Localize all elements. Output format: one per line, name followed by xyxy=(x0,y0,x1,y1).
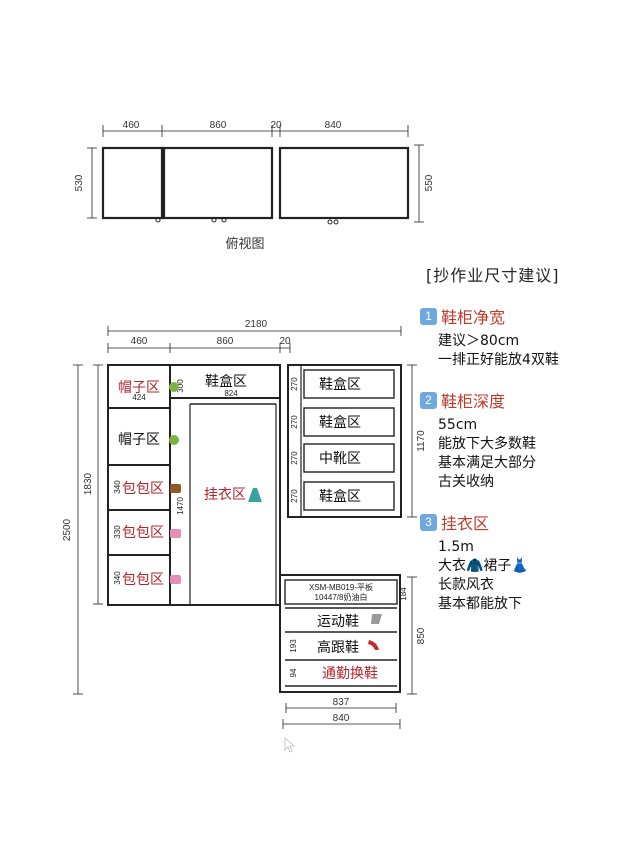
zone-hat-1: 帽子区 xyxy=(118,380,160,396)
note-line: 一排正好能放4双鞋 xyxy=(438,352,559,368)
sneaker-icon xyxy=(371,614,382,624)
bag-icon xyxy=(170,529,181,538)
notes-panel: [抄作业尺寸建议] 1 鞋柜净宽 建议＞80cm 一排正好能放4双鞋 2 鞋柜深… xyxy=(420,262,635,614)
dress-icon xyxy=(248,488,262,502)
top-view xyxy=(87,125,424,225)
number-badge: 1 xyxy=(420,307,437,325)
width-label-2: 860 xyxy=(217,336,234,347)
top-width-2: 860 xyxy=(210,120,227,131)
note-line: 大衣🧥裙子👗 xyxy=(438,558,529,574)
left-height-label: 1830 xyxy=(83,472,94,495)
right-shelf-dim-3: 270 xyxy=(290,451,299,465)
top-left-depth: 530 xyxy=(74,174,85,191)
zone-shoebox-1: 鞋盒区 xyxy=(319,376,361,393)
elevation-frame xyxy=(73,326,417,729)
right-lower-height-label: 850 xyxy=(416,627,427,644)
note-line: 1.5m xyxy=(438,539,474,555)
lower-dim-3: 94 xyxy=(289,668,298,677)
right-upper-height-label: 1170 xyxy=(416,430,427,452)
note-heading: 挂衣区 xyxy=(441,514,490,533)
note-line: 建议＞80cm xyxy=(438,333,520,349)
right-shelf-dim-4: 270 xyxy=(290,489,299,503)
left-dim-2: 340 xyxy=(113,480,122,494)
number-badge: 3 xyxy=(420,513,437,531)
zone-hat-2: 帽子区 xyxy=(118,432,160,448)
note-line: 基本都能放下 xyxy=(438,596,522,612)
zone-shoebox-2: 鞋盒区 xyxy=(319,414,361,431)
zone-heels: 高跟鞋 xyxy=(317,639,359,656)
inner-width-mid: 824 xyxy=(224,389,238,398)
note-section-depth: 2 鞋柜深度 55cm 能放下大多数鞋 基本满足大部分 古关收纳 xyxy=(420,388,635,492)
note-section-hanging: 3 挂衣区 1.5m 大衣🧥裙子👗 长款风衣 基本都能放下 xyxy=(420,510,635,614)
lower-dim-2: 193 xyxy=(289,639,298,653)
right-shelf-dim-2: 270 xyxy=(290,415,299,429)
bottom-dim-1: 837 xyxy=(333,697,350,708)
zone-mid-boots: 中靴区 xyxy=(319,451,361,467)
note-heading: 鞋柜净宽 xyxy=(441,308,506,327)
drawer-label-2: 10447/8奶油白 xyxy=(315,592,368,602)
lower-dim-1: 184 xyxy=(399,587,408,601)
bag-icon xyxy=(170,484,181,493)
note-section-width: 1 鞋柜净宽 建议＞80cm 一排正好能放4双鞋 xyxy=(420,304,635,370)
zone-hanging: 挂衣区 xyxy=(204,487,246,503)
note-heading: 鞋柜深度 xyxy=(441,392,506,411)
left-dim-1: 300 xyxy=(176,379,185,393)
top-view-caption: 俯视图 xyxy=(225,236,264,252)
drawer-label-1: XSM-MB019-平板 xyxy=(309,582,373,592)
total-height-label: 2500 xyxy=(62,518,73,541)
note-line: 基本满足大部分 xyxy=(438,455,536,471)
hat-icon xyxy=(169,382,179,392)
right-shelf-dim-1: 270 xyxy=(290,377,299,391)
notes-title: [抄作业尺寸建议] xyxy=(426,266,560,285)
top-right-depth: 550 xyxy=(424,174,435,191)
mid-height-dim: 1470 xyxy=(176,497,185,515)
zone-bag-3: 包包区 xyxy=(122,572,164,588)
zone-bag-1: 包包区 xyxy=(122,481,164,497)
heel-icon xyxy=(368,640,379,650)
left-dim-4: 340 xyxy=(113,571,122,585)
cursor-icon xyxy=(284,737,296,753)
note-line: 长款风衣 xyxy=(438,577,494,593)
note-line: 55cm xyxy=(438,417,478,433)
zone-shoebox-3: 鞋盒区 xyxy=(319,488,361,505)
zone-shoebox-mid: 鞋盒区 xyxy=(205,373,247,390)
bottom-dim-2: 840 xyxy=(333,713,350,724)
number-badge: 2 xyxy=(420,391,437,409)
total-width-label: 2180 xyxy=(245,319,268,330)
zone-sneakers: 运动鞋 xyxy=(317,614,359,630)
zone-bag-2: 包包区 xyxy=(122,525,164,541)
hat-icon xyxy=(169,435,179,445)
top-width-3: 20 xyxy=(270,120,282,131)
inner-width-small: 424 xyxy=(132,393,146,402)
width-label-1: 460 xyxy=(131,336,148,347)
left-dim-3: 330 xyxy=(113,525,122,539)
width-label-3: 20 xyxy=(279,336,291,347)
top-width-4: 840 xyxy=(325,120,342,131)
note-line: 能放下大多数鞋 xyxy=(438,436,536,452)
bag-icon xyxy=(170,575,181,584)
zone-commute: 通勤换鞋 xyxy=(322,665,378,682)
note-line: 古关收纳 xyxy=(438,474,494,490)
top-width-1: 460 xyxy=(123,120,140,131)
